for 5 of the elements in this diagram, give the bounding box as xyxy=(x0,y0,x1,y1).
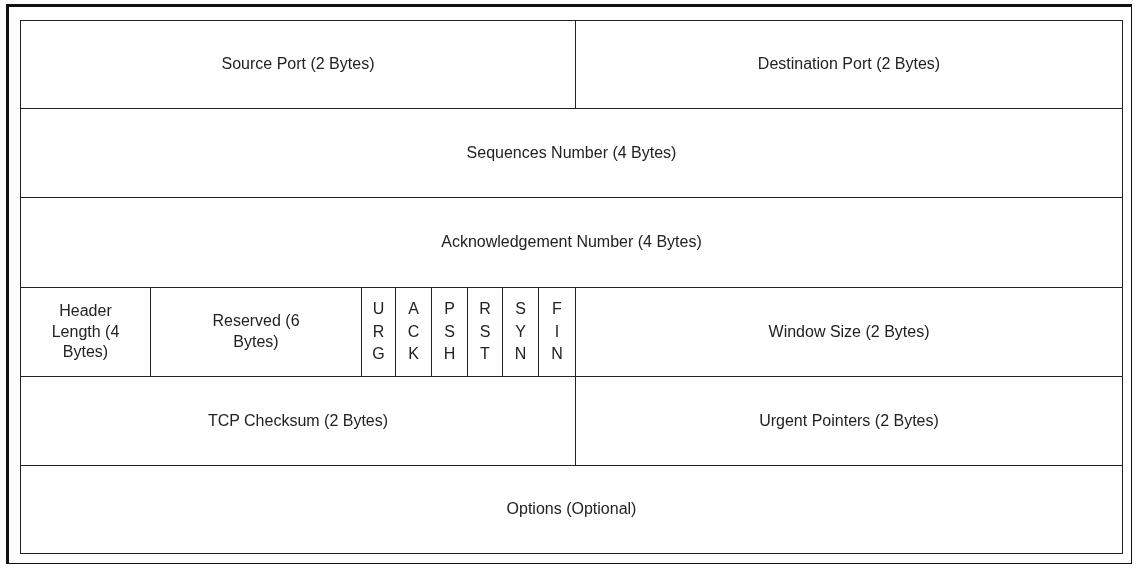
field-cell: Options (Optional) xyxy=(20,465,1123,554)
field-cell: Acknowledgement Number (4 Bytes) xyxy=(20,197,1123,288)
field-cell: Source Port (2 Bytes) xyxy=(20,20,576,109)
field-cell: Destination Port (2 Bytes) xyxy=(575,20,1123,109)
field-cell: Sequences Number (4 Bytes) xyxy=(20,108,1123,198)
